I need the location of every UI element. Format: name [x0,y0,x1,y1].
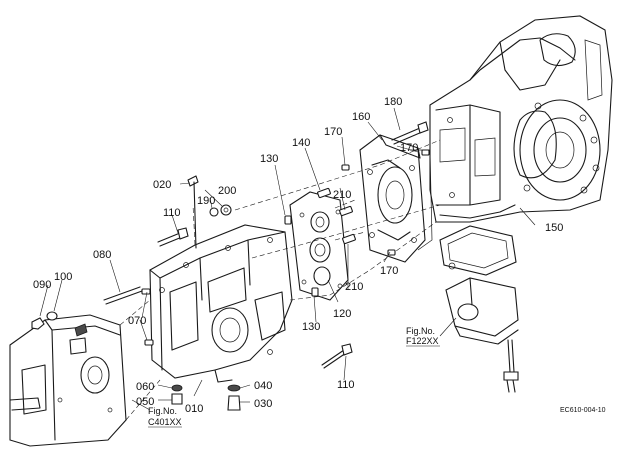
part-labels: 180 160 170 170 170 140 130 130 210 210 … [33,96,563,415]
leader-lines [39,107,536,411]
transmission-case-150 [429,15,613,223]
fig-ref-f122xx: Fig.No. F122XX [406,326,440,347]
label-080: 080 [93,249,111,261]
label-090: 090 [33,279,51,291]
label-170-middle: 170 [324,126,342,138]
middle-plate-160 [359,134,433,263]
label-040: 040 [254,380,272,392]
label-130-upper: 130 [260,153,278,165]
label-010: 010 [185,403,203,415]
label-050: 050 [136,396,154,408]
label-180: 180 [384,96,402,108]
assembly-lines [119,139,441,421]
fig-ref-c401xx: Fig.No. C401XX [148,406,182,428]
drawing-code: EC610-004-10 [560,407,606,414]
label-100: 100 [54,271,72,283]
label-200: 200 [218,185,236,197]
label-020: 020 [153,179,171,191]
label-030: 030 [254,398,272,410]
label-140: 140 [292,137,310,149]
label-060: 060 [136,381,154,393]
fig-ref-c401-line2: C401XX [148,417,182,427]
label-210-lower: 210 [345,281,363,293]
label-130-lower: 130 [302,321,320,333]
label-190: 190 [197,195,215,207]
plate-120 [289,191,349,301]
label-070: 070 [128,315,146,327]
label-170-upper: 170 [400,142,418,154]
hardware [31,121,430,411]
label-170-lower: 170 [380,265,398,277]
label-110-lower: 110 [337,379,355,391]
front-case-010 [149,224,293,383]
label-210-upper: 210 [333,189,351,201]
label-120: 120 [333,308,351,320]
label-150: 150 [545,222,563,234]
fig-ref-f122-line1: Fig.No. [406,326,435,336]
front-housing-partial [9,314,127,447]
fig-ref-f122-line2: F122XX [406,336,439,346]
lift-cover-assembly [439,225,519,393]
fig-ref-c401-line1: Fig.No. [148,406,177,416]
label-110-upper: 110 [163,207,181,219]
label-160: 160 [352,111,370,123]
